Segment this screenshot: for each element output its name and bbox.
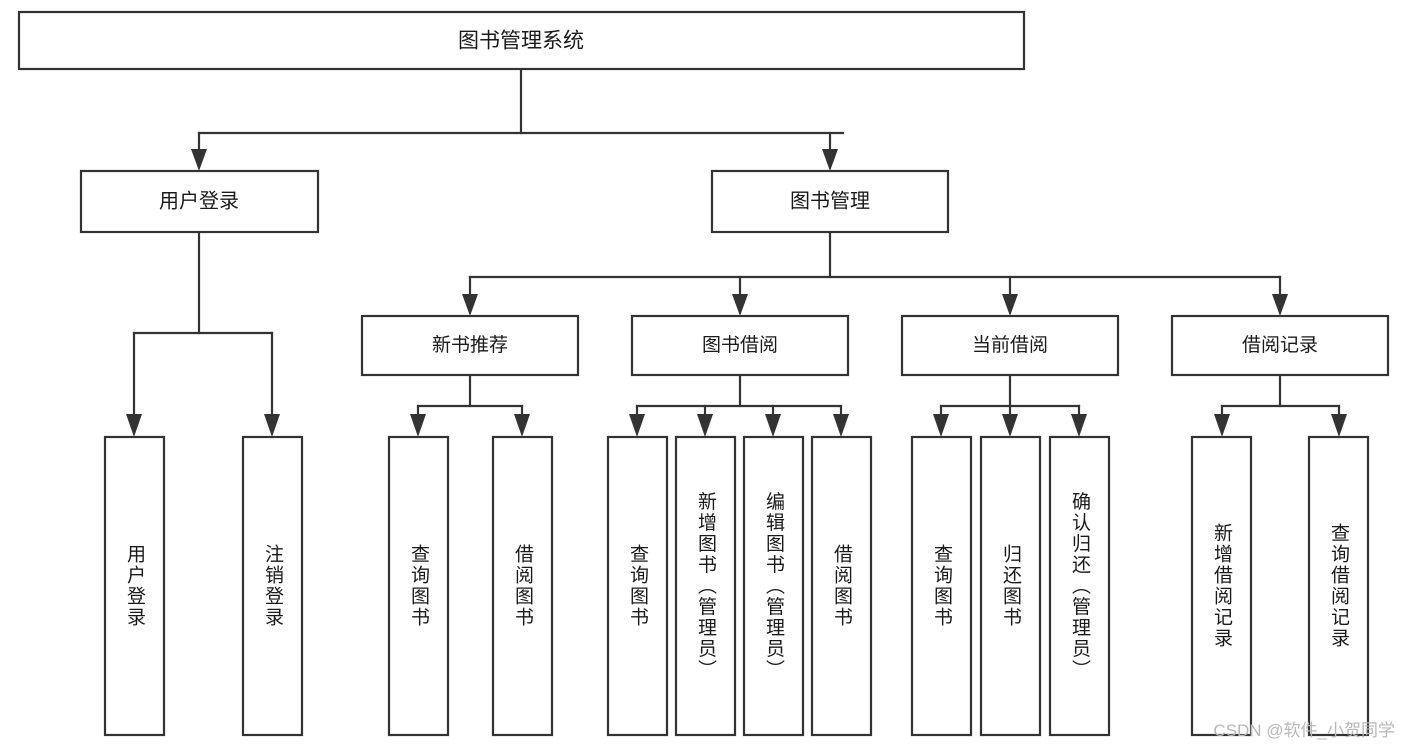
node-leaf-query-record[interactable]: 查询借阅记录 bbox=[1307, 435, 1370, 737]
node-book-borrow[interactable]: 图书借阅 bbox=[630, 314, 850, 377]
node-leaf-borrow-book-1[interactable]: 借阅图书 bbox=[491, 435, 554, 737]
node-label-leaf-add-book: 新增图书（管理员） bbox=[695, 491, 717, 680]
node-label-leaf-borrow-book-2: 借阅图书 bbox=[831, 544, 853, 628]
node-leaf-add-book[interactable]: 新增图书（管理员） bbox=[674, 435, 737, 737]
node-leaf-borrow-book-2[interactable]: 借阅图书 bbox=[810, 435, 873, 737]
node-label-leaf-query-book-3: 查询图书 bbox=[931, 544, 953, 628]
node-label-leaf-user-login: 用户登录 bbox=[124, 544, 146, 628]
connector-userlogin-to-leaves bbox=[126, 230, 280, 437]
node-book-management[interactable]: 图书管理 bbox=[710, 169, 950, 234]
node-root-system[interactable]: 图书管理系统 bbox=[17, 10, 1026, 71]
node-label-root: 图书管理系统 bbox=[458, 30, 584, 53]
node-leaf-query-book-3[interactable]: 查询图书 bbox=[910, 435, 973, 737]
node-label-new-book-recommend: 新书推荐 bbox=[432, 334, 508, 356]
node-label-leaf-logout-login: 注销登录 bbox=[262, 544, 284, 628]
node-label-book-management: 图书管理 bbox=[790, 189, 870, 212]
node-label-borrow-record: 借阅记录 bbox=[1242, 334, 1318, 356]
node-label-leaf-confirm-return: 确认归还（管理员） bbox=[1069, 491, 1091, 680]
connector-borrowrecord-to-leaves bbox=[1214, 373, 1347, 437]
node-leaf-return-book[interactable]: 归还图书 bbox=[979, 435, 1042, 737]
connector-bookmgmt-to-level3 bbox=[462, 230, 1288, 316]
node-leaf-query-book-1[interactable]: 查询图书 bbox=[387, 435, 450, 737]
node-new-book-recommend[interactable]: 新书推荐 bbox=[360, 314, 580, 377]
node-user-login[interactable]: 用户登录 bbox=[79, 169, 320, 234]
node-label-user-login: 用户登录 bbox=[159, 189, 239, 212]
node-label-leaf-return-book: 归还图书 bbox=[1000, 544, 1022, 628]
node-leaf-add-record[interactable]: 新增借阅记录 bbox=[1190, 435, 1253, 737]
connector-root-to-level2 bbox=[191, 67, 845, 171]
node-current-borrow[interactable]: 当前借阅 bbox=[900, 314, 1120, 377]
node-label-leaf-query-record: 查询借阅记录 bbox=[1328, 523, 1350, 649]
node-label-leaf-borrow-book-1: 借阅图书 bbox=[512, 544, 534, 628]
node-leaf-confirm-return[interactable]: 确认归还（管理员） bbox=[1048, 435, 1111, 737]
node-leaf-logout-login[interactable]: 注销登录 bbox=[241, 435, 304, 737]
node-leaf-edit-book[interactable]: 编辑图书（管理员） bbox=[742, 435, 805, 737]
connector-bookborrow-to-leaves bbox=[629, 373, 849, 437]
connector-newbook-to-leaves bbox=[410, 373, 530, 437]
node-label-leaf-query-book-2: 查询图书 bbox=[627, 544, 649, 628]
node-label-leaf-query-book-1: 查询图书 bbox=[408, 544, 430, 628]
node-borrow-record[interactable]: 借阅记录 bbox=[1170, 314, 1390, 377]
node-label-book-borrow: 图书借阅 bbox=[702, 334, 778, 356]
node-label-leaf-add-record: 新增借阅记录 bbox=[1211, 523, 1233, 649]
node-label-current-borrow: 当前借阅 bbox=[972, 334, 1048, 356]
connector-currentborrow-to-leaves bbox=[933, 373, 1087, 437]
node-label-leaf-edit-book: 编辑图书（管理员） bbox=[763, 491, 785, 680]
node-leaf-query-book-2[interactable]: 查询图书 bbox=[606, 435, 669, 737]
node-leaf-user-login[interactable]: 用户登录 bbox=[103, 435, 166, 737]
